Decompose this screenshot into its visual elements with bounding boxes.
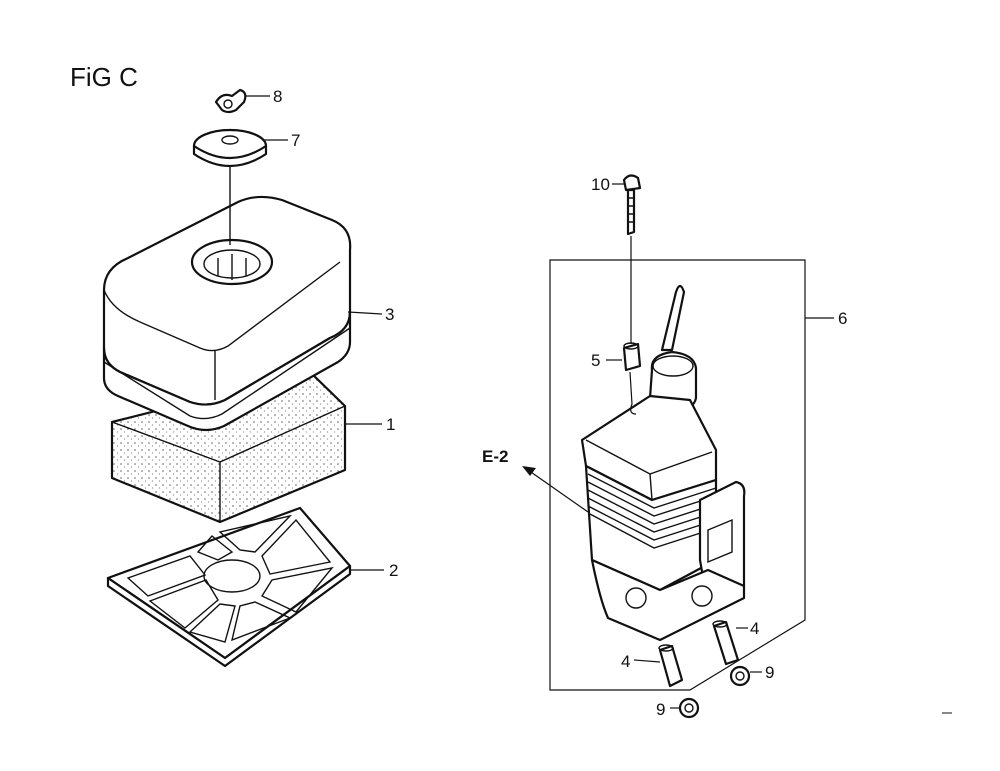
muffler-housing	[580, 350, 746, 642]
assembly-outline	[549, 259, 806, 691]
breather-tube	[660, 284, 686, 352]
callout-10: 10	[591, 175, 610, 194]
nut-bottom	[678, 697, 700, 719]
callout-2: 2	[389, 561, 398, 580]
nut-right	[729, 665, 751, 687]
collar-left	[658, 644, 684, 688]
callout-8: 8	[273, 87, 282, 106]
callout-4-left: 4	[621, 652, 630, 671]
reference-e2: E-2	[482, 447, 508, 466]
bolt	[622, 174, 642, 236]
filter-base-grid	[106, 506, 352, 668]
cover-seal-cap	[192, 128, 268, 168]
callout-1: 1	[386, 415, 395, 434]
wing-nut	[214, 88, 247, 114]
callout-4-right: 4	[750, 619, 759, 638]
page-mark	[942, 712, 952, 714]
spacer-collar	[622, 342, 642, 372]
callout-9-bottom: 9	[656, 700, 665, 719]
collar-right	[712, 620, 740, 666]
air-cleaner-cover	[102, 195, 352, 432]
callout-6: 6	[838, 309, 847, 328]
callout-7: 7	[291, 131, 300, 150]
figure-title: FiG C	[70, 62, 138, 92]
callout-5: 5	[591, 351, 600, 370]
callout-9-right: 9	[765, 663, 774, 682]
callout-3: 3	[385, 305, 394, 324]
